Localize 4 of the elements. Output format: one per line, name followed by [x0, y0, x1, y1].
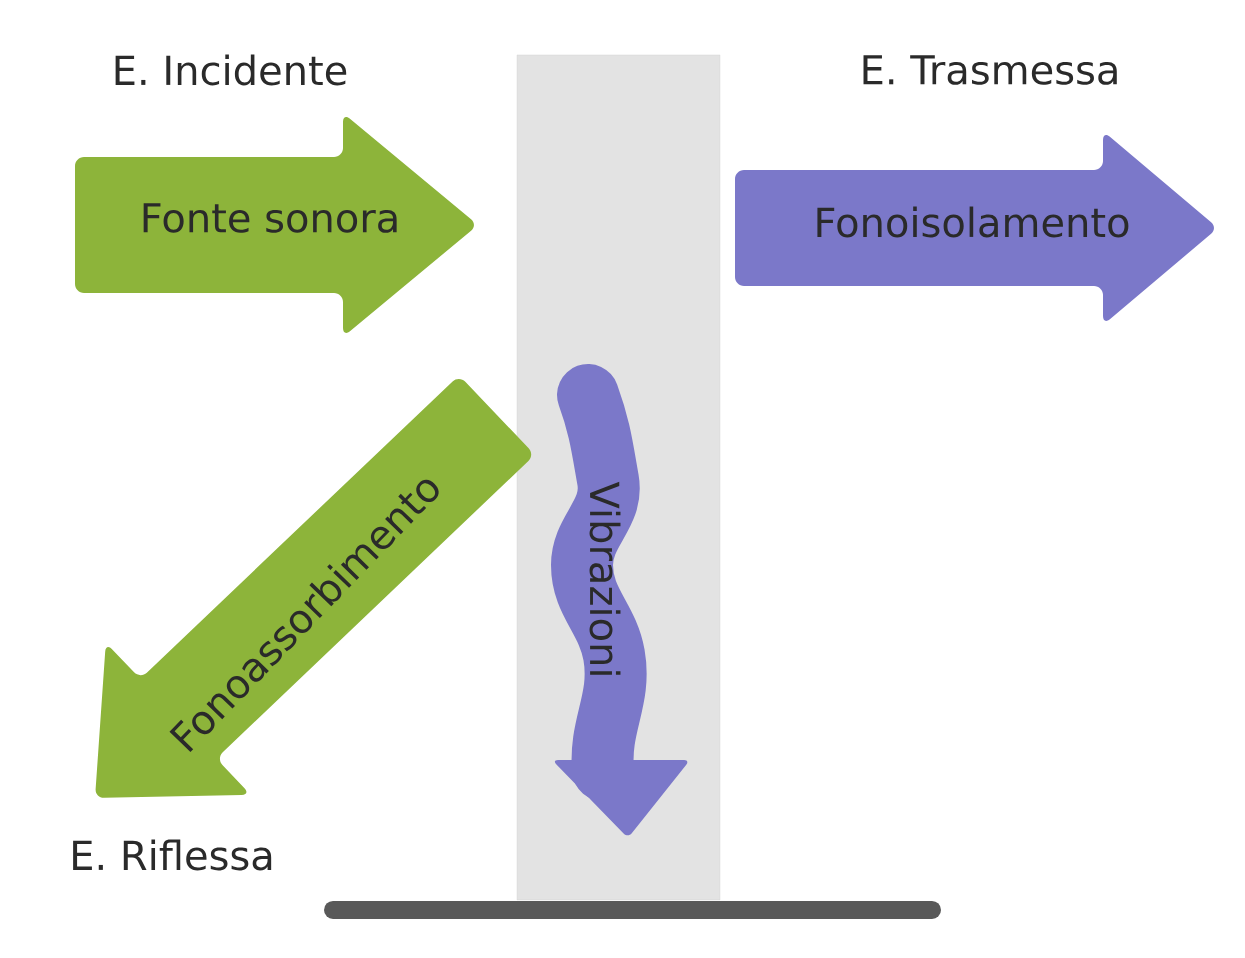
side-label: E. Trasmessa — [863, 55, 1117, 85]
side-label: E. Riflessa — [73, 839, 272, 871]
node-label: Vibrazioni — [589, 481, 621, 675]
side-label: E. Incidente — [115, 54, 347, 86]
